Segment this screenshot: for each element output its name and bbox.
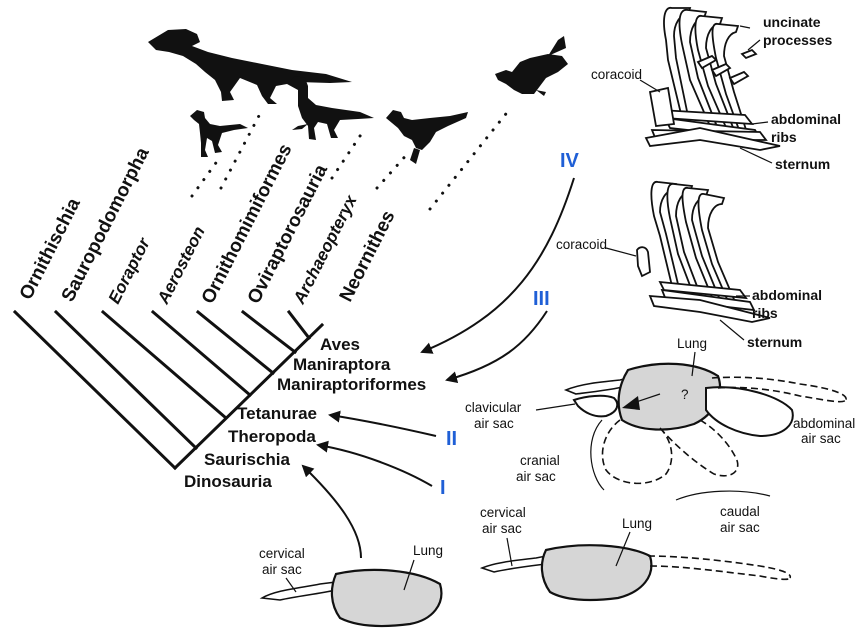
- taxon-labels: Ornithischia Sauropodomorpha Eoraptor Ae…: [16, 141, 400, 308]
- label-abdominal-ribs-iii-2: ribs: [752, 305, 778, 321]
- label-abdominal-ribs-iv-2: ribs: [771, 129, 797, 145]
- label-cranial-1: cranial: [520, 453, 560, 468]
- clade-label-saurischia: Saurischia: [204, 450, 291, 469]
- clade-label-aves: Aves: [320, 335, 360, 354]
- stage-markers: IV III II I: [440, 150, 580, 499]
- arrow-ancestral: [303, 466, 361, 558]
- label-cranial-2: air sac: [516, 469, 556, 484]
- label-sternum-iv: sternum: [775, 156, 830, 172]
- label-uncinate-2: processes: [763, 32, 832, 48]
- branch-aerosteon: [153, 312, 250, 395]
- clade-label-maniraptoriformes: Maniraptoriformes: [277, 375, 426, 394]
- label-cervical-i-1: cervical: [259, 546, 305, 561]
- label-lung-mid: Lung: [622, 516, 652, 531]
- arrow-ii: [330, 415, 436, 436]
- clade-label-dinosauria: Dinosauria: [184, 472, 272, 491]
- dots-archaeopteryx: [377, 152, 409, 188]
- branch-oviraptorosauria: [243, 312, 295, 352]
- arrow-iii: [447, 311, 547, 380]
- ribcage-with-uncinates: uncinate processes coracoid abdominal ri…: [591, 8, 841, 172]
- silhouettes: [148, 29, 568, 164]
- clade-label-tetanurae: Tetanurae: [237, 404, 317, 423]
- branch-archaeopteryx: [289, 312, 309, 338]
- dots-eoraptor: [192, 160, 218, 196]
- neornithes-silhouette: [495, 36, 568, 96]
- stage-i: I: [440, 477, 446, 499]
- label-coracoid-iii: coracoid: [556, 237, 607, 252]
- label-abdominal-ribs-iii-1: abdominal: [752, 287, 822, 303]
- stage-iii: III: [533, 288, 550, 310]
- label-coracoid-iv: coracoid: [591, 67, 642, 82]
- ribcage-without-uncinates: coracoid abdominal ribs sternum: [556, 182, 822, 350]
- label-cervical-mid-2: air sac: [482, 521, 522, 536]
- label-sternum-iii: sternum: [747, 334, 802, 350]
- label-lung-i: Lung: [413, 543, 443, 558]
- tree-trunk: [15, 312, 175, 468]
- branch-eoraptor: [103, 312, 226, 418]
- label-cervical-mid-1: cervical: [480, 505, 526, 520]
- ornithomimiformes-silhouette: [287, 76, 374, 140]
- taxon-label-eoraptor: Eoraptor: [105, 234, 155, 307]
- label-caudal-1: caudal: [720, 504, 760, 519]
- stage-ii: II: [446, 428, 457, 450]
- ancestral-lung: cervical air sac Lung: [259, 543, 443, 626]
- aerosteon-silhouette: [148, 29, 352, 104]
- eoraptor-silhouette: [190, 110, 248, 157]
- label-abdominal-ribs-iv-1: abdominal: [771, 111, 841, 127]
- branch-ornithomimiformes: [198, 312, 273, 373]
- label-caudal-2: air sac: [720, 520, 760, 535]
- arrow-i: [318, 445, 432, 486]
- label-clavicular-1: clavicular: [465, 400, 522, 415]
- stage-iv: IV: [560, 150, 580, 172]
- label-clavicular-2: air sac: [474, 416, 514, 431]
- tree-spine: [175, 325, 322, 468]
- clade-label-maniraptora: Maniraptora: [293, 355, 391, 374]
- clade-label-theropoda: Theropoda: [228, 427, 316, 446]
- question-mark: ?: [681, 387, 689, 402]
- dots-aerosteon: [221, 110, 262, 188]
- arrow-iv: [422, 178, 574, 352]
- oviraptorosaur-silhouette: [386, 110, 468, 164]
- label-uncinate-1: uncinate: [763, 14, 821, 30]
- label-abdominal-sac-2: air sac: [801, 431, 841, 446]
- label-cervical-i-2: air sac: [262, 562, 302, 577]
- label-abdominal-sac-1: abdominal: [793, 416, 855, 431]
- label-lung-ii: Lung: [677, 336, 707, 351]
